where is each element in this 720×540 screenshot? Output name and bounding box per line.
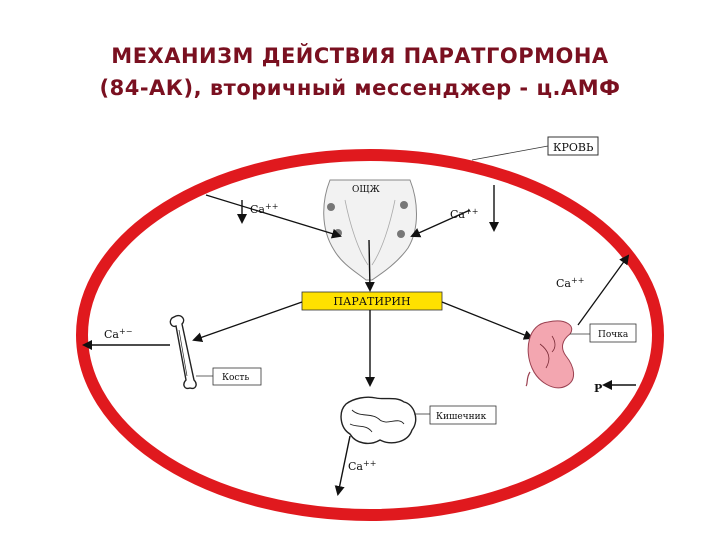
kidney-illustration [525, 320, 574, 389]
hormone-label: ПАРАТИРИН [333, 295, 410, 308]
kidney-label-box [589, 323, 637, 343]
blood-pointer-line [471, 145, 549, 161]
ca-intestine-absorb: Ca++ [348, 459, 376, 473]
blood-to-gland-left-arrow [205, 194, 342, 239]
intestine-label-box [429, 405, 497, 425]
ca-bone-release: Ca+− [104, 327, 132, 341]
kidney-to-ca-arrow [577, 254, 630, 326]
intestine-illustration [340, 396, 417, 445]
blood-compartment-ellipse [76, 149, 664, 521]
gland-to-hormone-arrow [364, 239, 375, 292]
bone-label-box [212, 367, 262, 386]
gland-label: ОЩЖ [352, 185, 380, 195]
phosphate-label: P [594, 382, 602, 395]
slide-title-line1: МЕХАНИЗМ ДЕЙСТВИЯ ПАРАТГОРМОНА [111, 44, 609, 68]
parathyroid-gland-illustration [323, 179, 417, 281]
kidney-label: Почка [598, 330, 629, 340]
ca-right-top: Ca++ [450, 207, 478, 221]
slide-title-line2: (84-АК), вторичный мессенджер - ц.АМФ [99, 76, 621, 100]
blood-to-gland-right-arrow [410, 209, 471, 238]
intestine-to-ca-arrow [334, 435, 351, 496]
hormone-to-bone-arrow [192, 301, 303, 343]
intestine-label: Кишечник [436, 412, 487, 422]
ca-left-top: Ca++ [250, 202, 278, 216]
hormone-to-kidney-arrow [441, 301, 534, 340]
ca-kidney-reabsorb: Ca++ [556, 276, 584, 290]
hormone-box [301, 291, 443, 311]
bone-illustration [169, 314, 197, 390]
blood-label: КРОВЬ [553, 141, 594, 154]
bone-label: Кость [222, 373, 249, 383]
